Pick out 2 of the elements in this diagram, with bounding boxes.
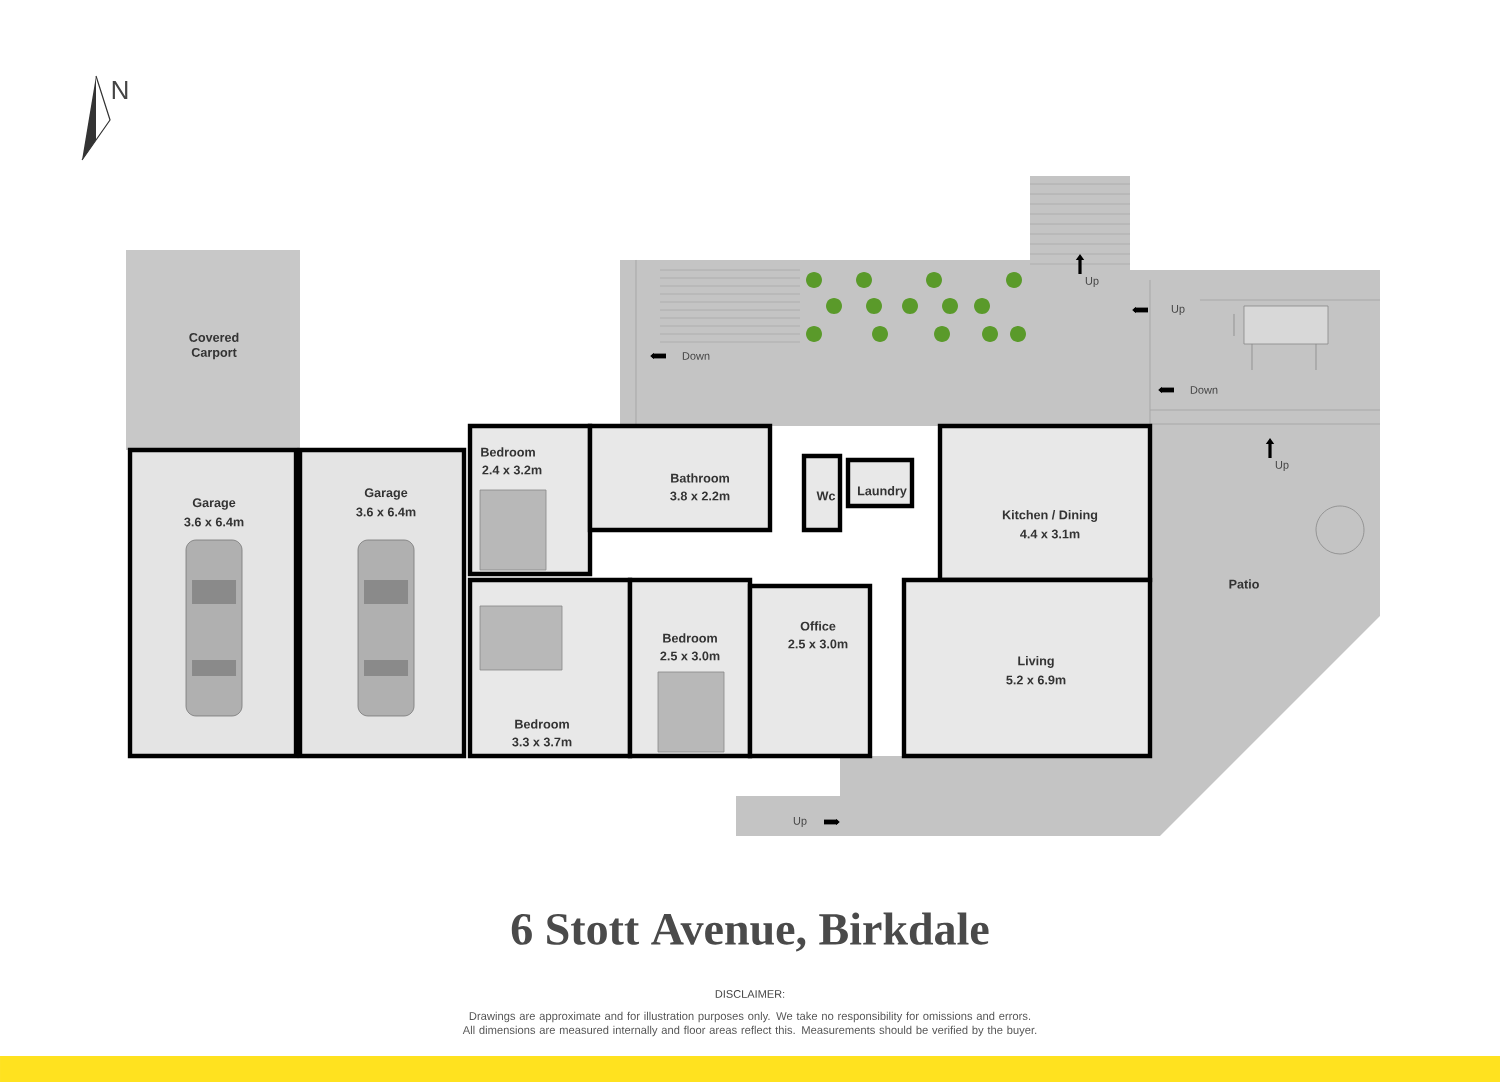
title: 6 Stott Avenue, Birkdale <box>511 912 989 952</box>
north-label: N <box>112 81 128 99</box>
